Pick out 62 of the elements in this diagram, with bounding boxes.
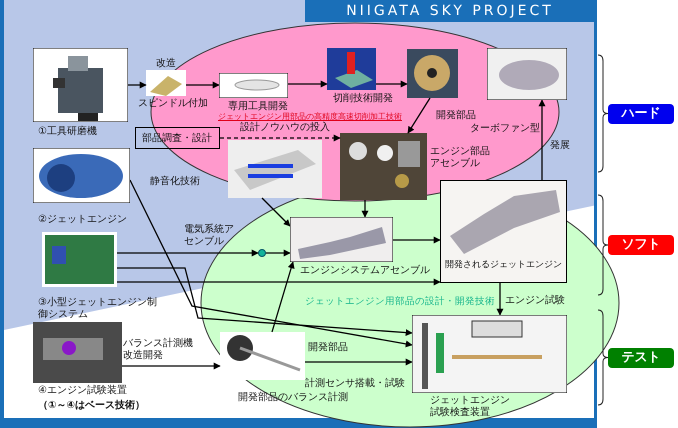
node-label: 開発部品 [308,342,349,354]
engine-box: 開発されるジェットエンジン [440,180,567,283]
test-facility-drawing [412,315,567,393]
arrow [407,98,431,134]
node-label: ターボファン型 [470,123,541,135]
arrow [220,134,341,142]
node-label: ④エンジン試験装置 [38,385,128,397]
arrow [496,283,504,316]
engine-parts-photo [340,133,427,200]
turbofan-picture [487,48,567,100]
node-label: ジェットエンジン試験検査装置 [430,395,511,419]
engine-model-picture [228,140,322,198]
node-label: 電気系統アセンブル [184,224,235,248]
node-label: （①～④はベース技術） [38,400,146,412]
arrow [117,250,259,256]
arrow [376,80,408,88]
arrow [271,261,295,332]
arrow [362,200,368,218]
node-label: エンジンシステムアセンブル [300,265,430,277]
arrow [266,250,291,256]
arrow [288,80,328,88]
spindle-picture [146,70,186,96]
jet-engine-photo [33,148,130,203]
tool-picture [219,73,288,98]
node-label: ③小型ジェットエンジン制御システム [38,297,158,321]
arrow [305,358,413,366]
arrow [186,82,220,88]
grinding-machine-photo [33,48,128,122]
cutting-picture [327,48,376,90]
node-label: エンジン部品アセンブル [430,146,491,170]
region-label: ジェットエンジン用部品の設計・開発技術 [305,296,495,308]
edge-label: 設計ノウハウの投入 [240,122,330,134]
edge-label: バランス計測機改造開発 [123,338,194,362]
node-label: 開発部品 [436,110,477,122]
test-rig-photo [33,322,122,383]
title-banner: NIIGATA SKY PROJECT [305,0,595,22]
node-label: 静音化技術 [150,176,201,188]
edge-label: 発展 [550,140,570,152]
category-badge: テスト [608,348,674,368]
arrow [122,362,221,370]
balance-shaft-picture [220,332,305,380]
arrow [117,267,413,336]
edge-label: 計測センサ搭載・試験 [305,378,405,390]
category-badge: ハード [608,104,674,124]
node-label: 切削技術開発 [333,93,394,105]
arrow [393,236,441,244]
impeller-photo [407,49,458,98]
category-badge: ソフト [608,235,674,255]
node-label: 改造 [156,58,177,70]
circuit-board-photo [42,232,117,287]
arrow [128,82,147,88]
edge-label: エンジン試験 [505,295,565,307]
node-label: ①工具研磨機 [38,126,98,138]
arrow [262,198,290,226]
junction-dot [258,249,266,257]
node-label: ②ジェットエンジン [38,214,128,226]
arrow [117,278,441,286]
arrow [538,99,546,180]
engine-assembly-picture [290,217,393,262]
node-label: 専用工具開発 [228,101,289,112]
region-label: ジェットエンジン用部品の高精度高速切削加工技術 [218,110,402,122]
arrow [129,180,413,348]
